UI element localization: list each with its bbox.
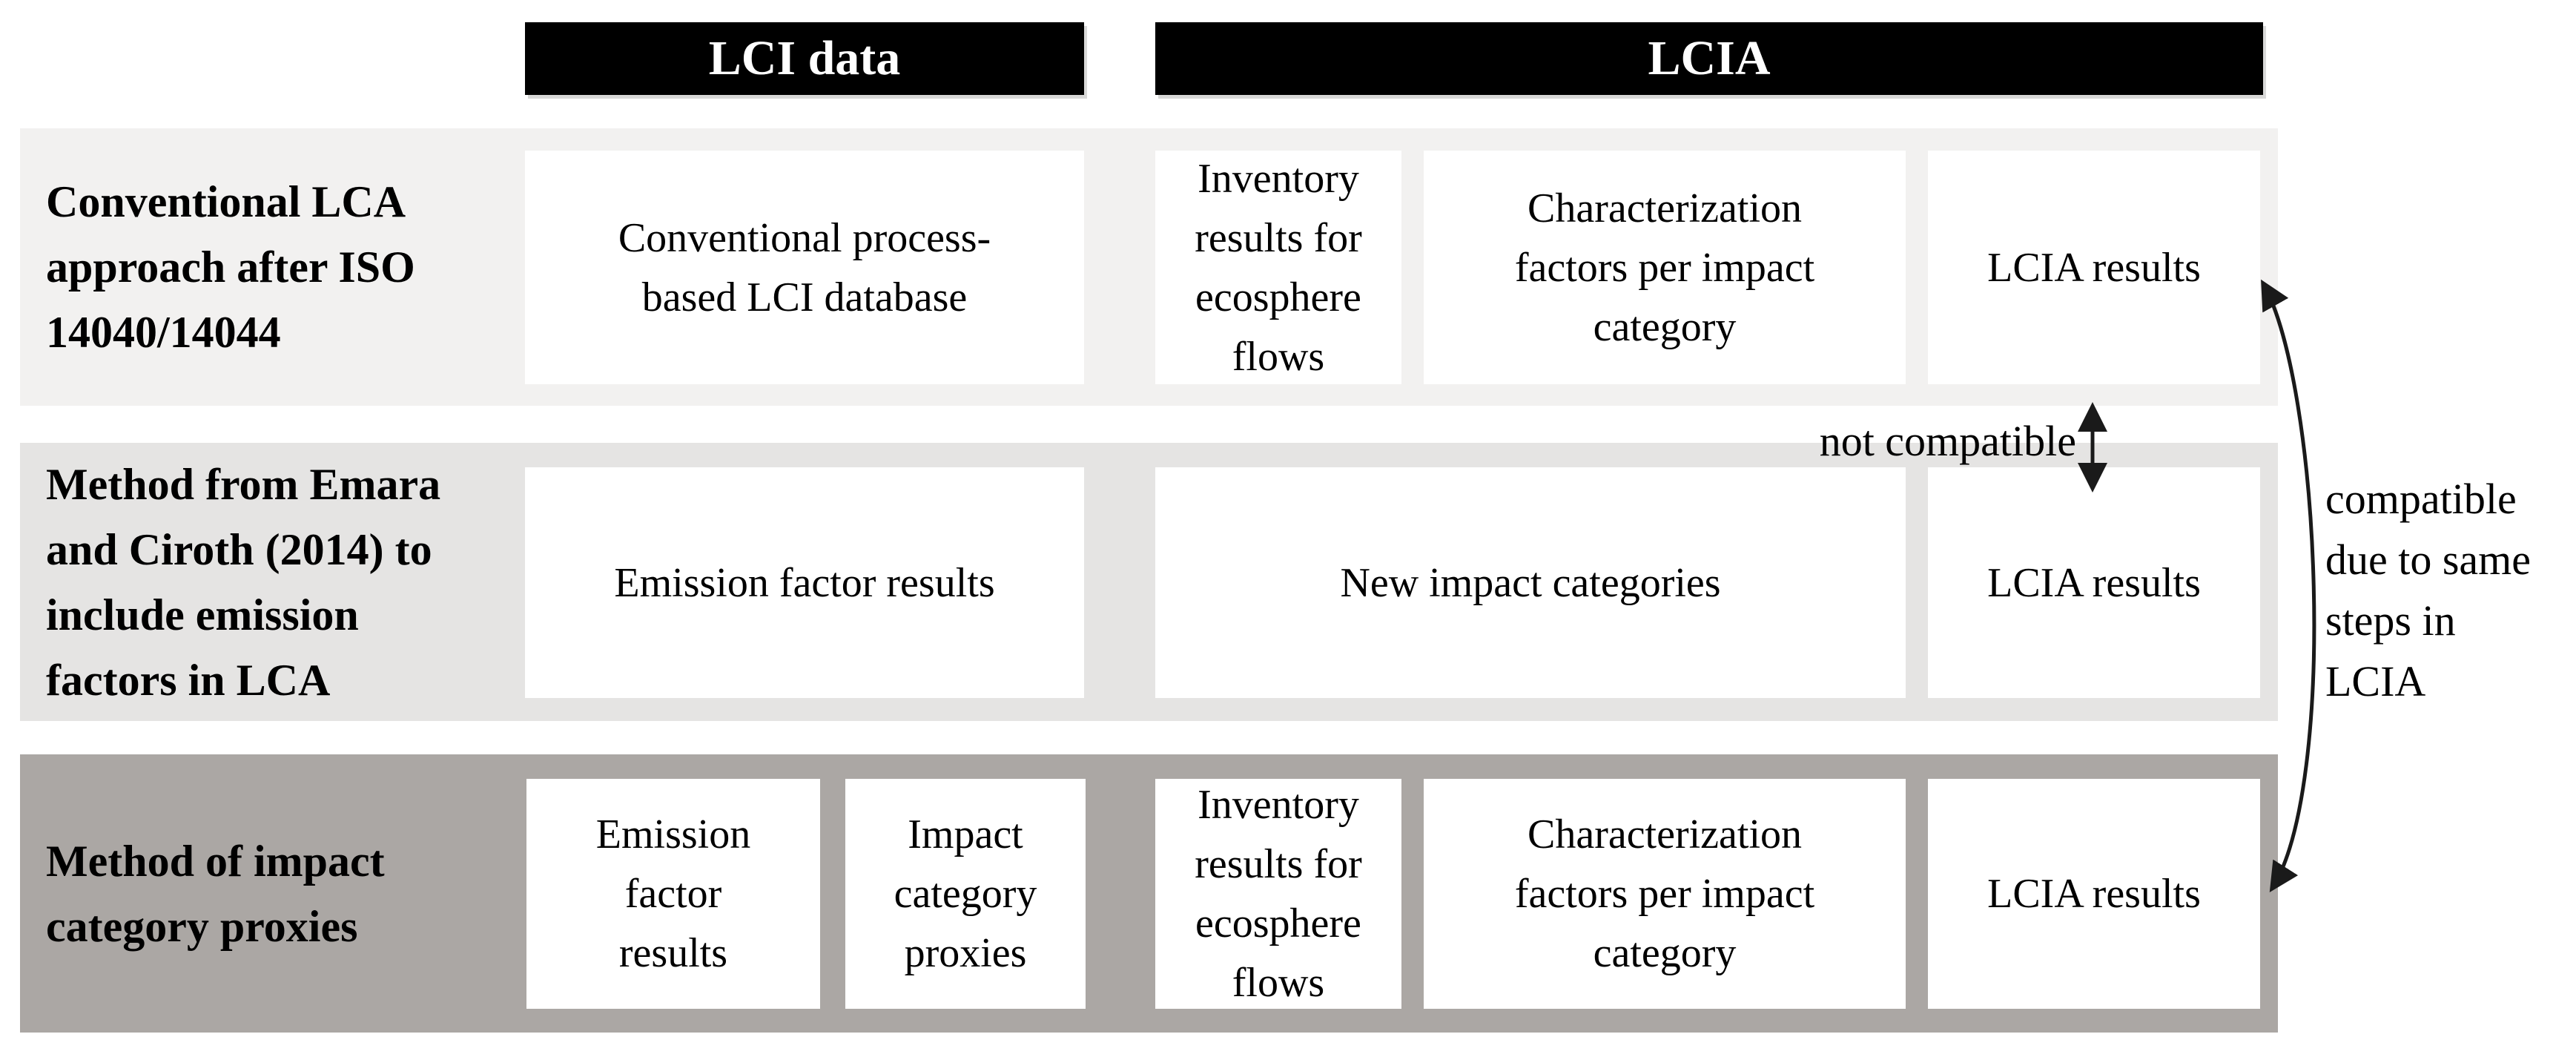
box-inventory-results-row1: Inventory results for ecosphere flows [1155,151,1401,384]
row-label-conventional-lca: Conventional LCA approach after ISO 1404… [46,177,415,357]
row-label-impact-category-proxies: Method of impact category proxies [46,836,385,951]
box-impact-category-proxies: Impact category proxies [845,779,1086,1009]
box-conventional-lci-database: Conventional process- based LCI database [525,151,1084,384]
compatible-label: compatible due to same steps in LCIA [2325,475,2532,705]
box-emission-factor-results-row3: Emission factor results [526,779,820,1009]
box-emission-factor-results-row2: Emission factor results [525,467,1084,698]
box-characterization-factors-row1: Characterization factors per impact cate… [1424,151,1906,384]
box-lcia-results-row3: LCIA results [1928,779,2260,1009]
column-header-lci-data: LCI data [525,22,1084,95]
box-new-impact-categories: New impact categories [1155,467,1906,698]
column-header-lcia: LCIA [1155,22,2263,95]
box-lcia-results-row2: LCIA results [1928,467,2260,698]
not-compatible-label: not compatible [1819,417,2076,465]
box-inventory-results-row3: Inventory results for ecosphere flows [1155,779,1401,1009]
box-lcia-results-row1: LCIA results [1928,151,2260,384]
box-characterization-factors-row3: Characterization factors per impact cate… [1424,779,1906,1009]
row-label-emara-ciroth-method: Method from Emara and Ciroth (2014) to i… [46,459,441,705]
